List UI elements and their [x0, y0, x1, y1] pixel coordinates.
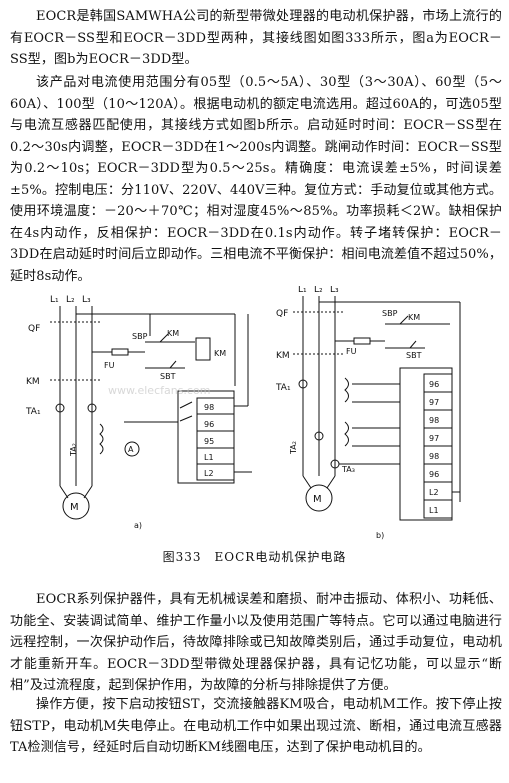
diagram-b: L₁ L₂ L₃ QF FU SBP KM SBT KM TA₁ TA₂ TA₃ — [275, 286, 461, 521]
terminal-b-3: 98 — [429, 416, 439, 425]
terminal-a-4: L1 — [204, 453, 214, 462]
paragraph-operation: 操作方便，按下启动按钮ST，交流接触器KM吸合，电动机M工作。按下停止按钮STP… — [10, 697, 502, 755]
label-a-SBP: SBP — [132, 332, 148, 341]
terminal-b-8: L1 — [429, 506, 439, 515]
terminal-b-7: L2 — [429, 488, 439, 497]
label-diagram-a: a) — [134, 521, 142, 530]
circuit-diagram: L₁ L₂ L₃ QF FU SBP KM KM SBT KM TA₁ — [25, 286, 461, 540]
label-b-KM-contact: KM — [408, 313, 420, 322]
label-b-TA3: TA₃ — [341, 465, 355, 474]
terminal-a-1: 98 — [204, 403, 214, 412]
label-a-QF: QF — [28, 324, 40, 334]
terminal-b-2: 97 — [429, 398, 439, 407]
label-a-L2: L₂ — [66, 295, 75, 305]
label-b-L3: L₃ — [330, 286, 339, 295]
label-b-motor: M — [313, 494, 322, 505]
terminal-b-4: 97 — [429, 434, 439, 443]
label-b-KM-main: KM — [276, 351, 290, 361]
label-a-TA1: TA₁ — [25, 407, 41, 417]
terminal-a-2: 96 — [204, 420, 214, 429]
label-a-L3: L₃ — [82, 295, 91, 305]
label-b-FU: FU — [346, 347, 357, 356]
paragraph-features: EOCR系列保护器件，具有无机械误差和磨损、耐冲击振动、体积小、功耗低、功能全、… — [10, 592, 502, 693]
label-a-FU: FU — [104, 361, 115, 370]
label-a-motor: M — [70, 502, 79, 513]
watermark-text: www.elecfans.com — [108, 384, 210, 397]
paragraph-specs: 该产品对电流使用范围分有05型（0.5～5A）、30型（3～30A）、60型（5… — [10, 75, 502, 284]
label-a-KM-coil: KM — [214, 349, 226, 358]
terminal-b-1: 96 — [429, 380, 439, 389]
label-a-ammeter: A — [128, 445, 134, 454]
terminal-b-5: 98 — [429, 452, 439, 461]
label-b-SBP: SBP — [382, 309, 398, 318]
label-b-L2: L₂ — [314, 286, 323, 295]
diagram-a: L₁ L₂ L₃ QF FU SBP KM KM SBT KM TA₁ — [25, 295, 252, 520]
label-b-TA2: TA₂ — [289, 441, 298, 455]
label-b-L1: L₁ — [298, 286, 307, 295]
label-b-QF: QF — [276, 309, 288, 319]
label-b-SBT: SBT — [406, 351, 422, 360]
terminal-a-5: L2 — [204, 469, 214, 478]
label-a-KM-contact: KM — [167, 329, 179, 338]
terminal-a-3: 95 — [204, 437, 214, 446]
figure-caption: 图333 EOCR电动机保护电路 — [162, 550, 347, 564]
paragraph-intro: EOCR是韩国SAMWHA公司的新型带微处理器的电动机保护器，市场上流行的有EO… — [10, 9, 502, 67]
label-diagram-b: b) — [376, 531, 384, 540]
terminal-b-6: 96 — [429, 470, 439, 479]
label-a-KM-main: KM — [26, 377, 40, 387]
label-b-TA1: TA₁ — [275, 383, 291, 393]
label-a-TA2: TA₂ — [69, 443, 78, 457]
label-a-SBT: SBT — [160, 372, 176, 381]
label-a-L1: L₁ — [50, 295, 59, 305]
